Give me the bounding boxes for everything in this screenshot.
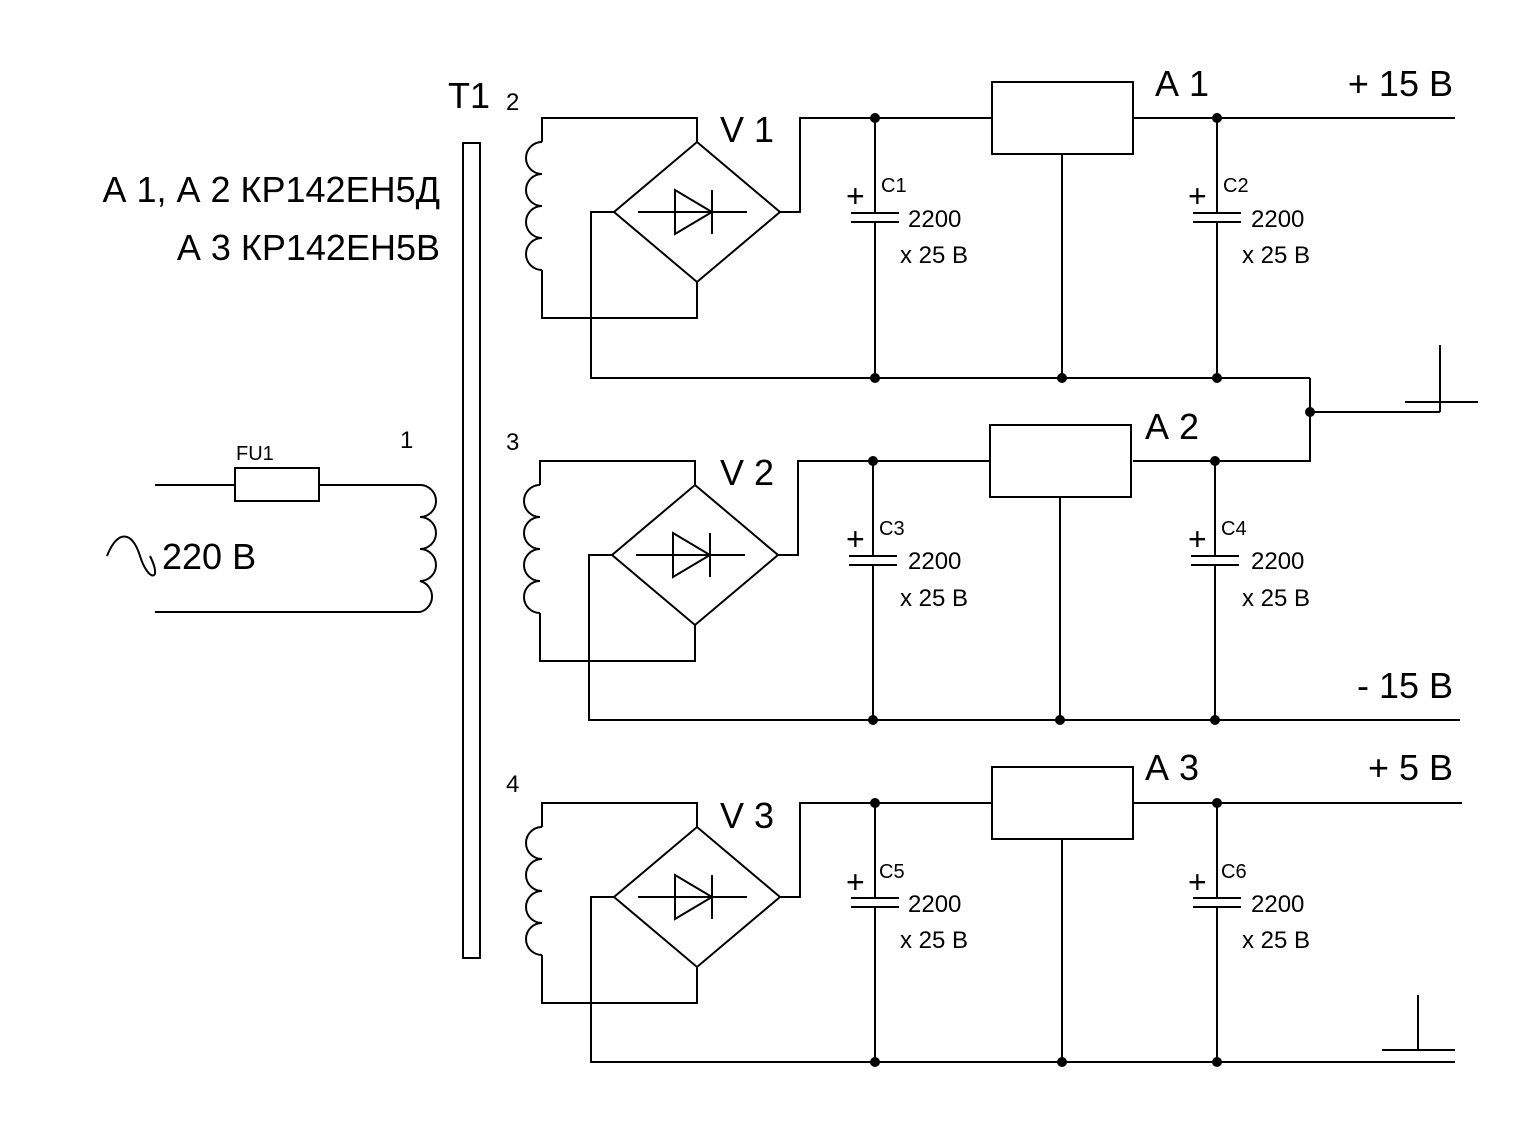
c5-polarity: +: [846, 864, 865, 900]
c1-value: 2200: [908, 206, 961, 233]
c6-rating: х 25 В: [1242, 927, 1310, 954]
transformer-label: T1: [448, 75, 490, 116]
output-plus15: + 15 В: [1348, 63, 1453, 104]
transformer-core: [462, 142, 481, 959]
fuse-fu1: [234, 467, 320, 502]
c5-name: С5: [879, 861, 905, 883]
c3-rating: х 25 В: [900, 585, 968, 612]
regulator-a1-label: А 1: [1155, 63, 1209, 104]
c2-name: С2: [1223, 175, 1249, 197]
c2-polarity: +: [1188, 178, 1207, 214]
c5-value: 2200: [908, 891, 961, 918]
pin-2: 2: [506, 89, 519, 116]
c6-value: 2200: [1251, 891, 1304, 918]
regulator-a2-label: А 2: [1145, 406, 1199, 447]
c4-rating: х 25 В: [1242, 585, 1310, 612]
c1-polarity: +: [846, 178, 865, 214]
c1-name: С1: [881, 175, 907, 197]
c4-name: С4: [1221, 518, 1247, 540]
output-minus15: - 15 В: [1357, 665, 1453, 706]
c3-polarity: +: [846, 521, 865, 557]
primary-pin: 1: [400, 427, 413, 454]
output-plus5: + 5 В: [1368, 747, 1453, 788]
ground-junction: [1133, 345, 1478, 462]
regulator-a3-label: А 3: [1145, 747, 1199, 788]
regulator-a3: [991, 766, 1134, 840]
c1-rating: х 25 В: [900, 242, 968, 269]
c2-value: 2200: [1251, 206, 1304, 233]
bridge-v1-label: V 1: [720, 109, 774, 150]
note-a1-a2: А 1, А 2 КР142ЕН5Д: [102, 169, 440, 210]
c5-rating: х 25 В: [900, 927, 968, 954]
primary-winding: [419, 484, 437, 613]
c6-name: С6: [1221, 861, 1247, 883]
c6-polarity: +: [1188, 864, 1207, 900]
c2-rating: х 25 В: [1242, 242, 1310, 269]
c4-polarity: +: [1188, 521, 1207, 557]
pin-3: 3: [506, 429, 519, 456]
section-1: [525, 81, 1455, 383]
note-a3: А 3 КР142ЕН5В: [177, 227, 440, 268]
regulator-a2: [989, 424, 1132, 498]
ac-symbol-icon: [106, 535, 156, 577]
bridge-v2-label: V 2: [720, 452, 774, 493]
bridge-v3-label: V 3: [720, 795, 774, 836]
regulator-a1: [991, 81, 1134, 155]
fuse-label: FU1: [236, 443, 274, 465]
c3-name: С3: [879, 518, 905, 540]
mains-input: [106, 467, 437, 613]
pin-4: 4: [506, 771, 519, 798]
c3-value: 2200: [908, 548, 961, 575]
section-3: [525, 766, 1462, 1067]
section-2: [523, 424, 1460, 725]
c4-value: 2200: [1251, 548, 1304, 575]
input-voltage: 220 В: [162, 536, 256, 577]
